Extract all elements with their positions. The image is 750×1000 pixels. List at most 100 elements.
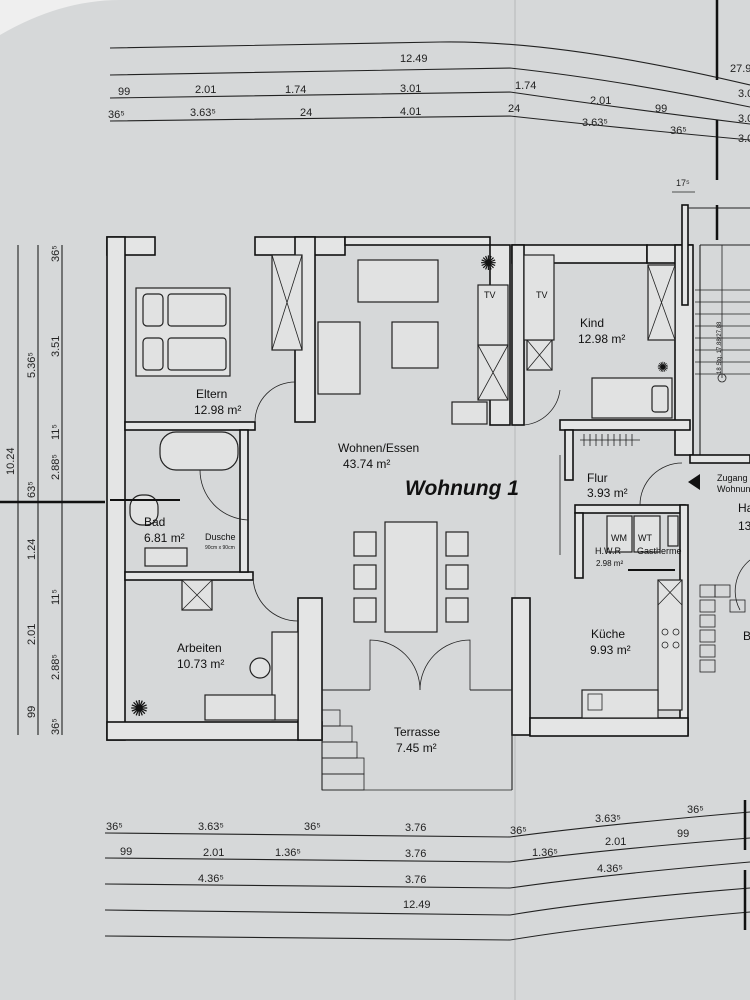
dim: 24 [508,103,520,115]
furniture: TV TV ✺ ✺ ✺ [110,253,683,791]
stairs-label: 18 Stg. 17.88/27.88 [717,321,723,374]
dim-top-total: 12.49 [400,53,428,65]
dim: 3.51 [50,336,62,357]
stairwell: 18 Stg. 17.88/27.88 17⁵ Zugang Wohnun Ha… [639,178,750,673]
wt-label: WT [638,533,652,543]
room-area-hwr: 2.98 m² [596,559,623,568]
wm-label: WM [611,533,627,543]
gastherme-label: Gastherme [637,546,682,556]
entrance-label: Zugang [717,473,748,483]
dim: 3.63⁵ [582,117,608,129]
room-name-bad: Bad [144,515,165,529]
dim: 4.36⁵ [597,863,623,875]
label-b: B [743,629,750,643]
dim: 11⁵ [50,589,62,605]
dim: 27.9 [730,63,750,75]
dim: 63⁵ [26,481,38,498]
armchair-icon [317,321,361,395]
plant-icon: ✺ [130,696,148,721]
room-name-kind: Kind [580,316,604,330]
dim: 99 [118,86,130,98]
room-area-neighbor: 13 [738,519,750,533]
dim: 2.88⁵ [50,654,62,680]
room-labels: Eltern 12.98 m² Wohnen/Essen 43.74 m² Wo… [144,316,682,755]
dim: 36⁵ [50,245,62,262]
dim: 3.0 [738,133,750,145]
room-area-terrasse: 7.45 m² [396,741,437,755]
wardrobe-icon [271,254,303,351]
dim: 4.36⁵ [198,873,224,885]
room-area-arbeiten: 10.73 m² [177,657,224,671]
dim: 3.63⁵ [595,813,621,825]
dim: 2.01 [195,84,216,96]
room-name-kueche: Küche [591,627,625,641]
kitchen-sink-icon [581,689,659,719]
dim: 4.01 [400,106,421,118]
paper-corner [0,0,120,35]
dim: 3.63⁵ [198,821,224,833]
dim: 36⁵ [670,125,687,137]
room-area-wohnen: 43.74 m² [343,457,390,471]
dim: 1.24 [26,539,38,560]
sofa-icon [357,259,439,303]
room-area-bad: 6.81 m² [144,531,185,545]
room-name-hwr: H.W.R [595,546,621,556]
dim-bottom-total: 12.49 [403,899,431,911]
dim-left-total: 10.24 [5,447,17,475]
dim: 1.74 [515,80,536,92]
plant-icon: ✺ [657,359,669,375]
apartment-title: Wohnung 1 [405,477,519,500]
dim: 99 [655,103,667,115]
room-area-kueche: 9.93 m² [590,643,631,657]
dim: 36⁵ [50,718,62,735]
room-name-dusche: Dusche [205,532,236,542]
washing-machine-icon [606,515,633,553]
coffee-table-icon [391,321,439,369]
dim: 3.76 [405,874,426,886]
dim: 2.01 [605,836,626,848]
dim: 11⁵ [50,424,62,440]
wardrobe-icon [477,344,509,401]
wardrobe-icon [526,339,553,371]
dim: 99 [120,846,132,858]
dim: 3.63⁵ [190,107,216,119]
dim: 1.36⁵ [275,847,301,859]
dim: 1.36⁵ [532,847,558,859]
room-name-neighbor: Ha [738,501,750,515]
room-area-kind: 12.98 m² [578,332,625,346]
room-name-terrasse: Terrasse [394,725,440,739]
bathtub-icon [159,431,239,471]
dim: 1.74 [285,84,306,96]
dim: 3.0 [738,113,750,125]
room-area-eltern: 12.98 m² [194,403,241,417]
room-area-flur: 3.93 m² [587,486,628,500]
desk-icon [271,631,299,721]
dim: 36⁵ [108,109,125,121]
dim: 2.01 [203,847,224,859]
entrance-arrow-icon [688,474,700,490]
dim: 36⁵ [304,821,321,833]
dim: 24 [300,107,312,119]
dim: 2.01 [26,624,38,645]
stair-wall-dim: 17⁵ [676,178,690,188]
tv-label: TV [484,290,496,300]
top-dimensions: 12.49 99 2.01 1.74 3.01 1.74 2.01 99 36⁵… [108,0,750,180]
dim: 99 [26,706,38,718]
office-chair-icon [249,657,271,679]
bottom-dimensions: 36⁵ 3.63⁵ 36⁵ 3.76 36⁵ 3.63⁵ 36⁵ 99 2.01… [104,800,750,941]
room-name-wohnen: Wohnen/Essen [338,441,419,455]
room-name-flur: Flur [587,471,608,485]
dim: 3.01 [400,83,421,95]
room-name-arbeiten: Arbeiten [177,641,222,655]
dim: 3.76 [405,848,426,860]
dim: 5.36⁵ [26,352,38,378]
toilet-icon [129,494,159,526]
dryer-icon [633,515,661,553]
left-dimensions: 10.24 5.36⁵ 63⁵ 1.24 2.01 99 36⁵ 3.51 11… [0,245,105,735]
wardrobe-icon [181,579,213,611]
room-name-eltern: Eltern [196,387,227,401]
entrance-label-2: Wohnun [717,484,750,494]
wardrobe-icon [647,264,676,341]
dusche-size: 90cm x 90cm [205,545,235,551]
